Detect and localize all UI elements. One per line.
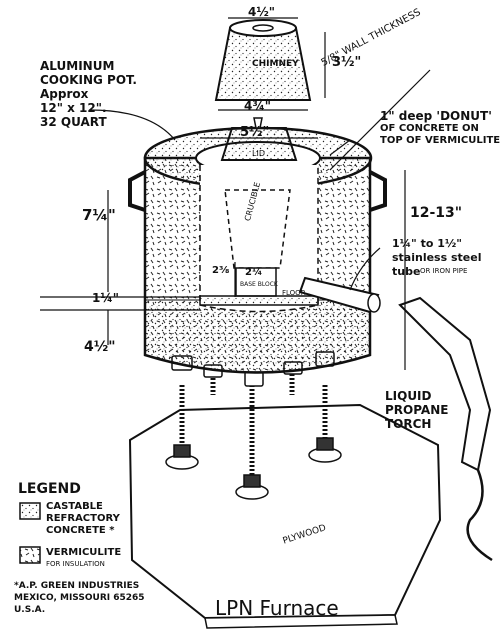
legend-vermiculite-note: FOR INSULATION — [46, 560, 105, 568]
floor-label: FLOOR — [282, 289, 306, 297]
pot-label-3: Approx — [40, 87, 89, 101]
lid-knob — [253, 117, 263, 129]
base-block-label: BASE BLOCK — [240, 281, 278, 288]
torch-hose — [466, 469, 493, 562]
floor-slab — [199, 295, 319, 306]
donut-label-1: 1" deep 'DONUT' — [380, 109, 492, 123]
tube-mouth — [367, 293, 381, 313]
right-handle — [369, 170, 387, 212]
base-block-shape — [235, 267, 277, 297]
crucible — [224, 189, 291, 269]
left-height-dim: 7¼" — [82, 206, 116, 224]
chimney-label: CHIMNEY — [252, 59, 299, 69]
legend-castable-3: CONCRETE * — [46, 525, 115, 536]
chimney-bottom-dim: 4¾" — [244, 99, 272, 113]
pot-label-5: 32 QUART — [40, 115, 107, 129]
lid-label: LID — [252, 149, 265, 158]
chimney-height-dim: 3½" — [332, 55, 362, 70]
dimension-lines — [40, 17, 431, 370]
legend-castable-1: CASTABLE — [46, 501, 103, 512]
page-title: LPN Furnace — [215, 596, 339, 620]
donut-label-3: TOP OF VERMICULITE — [380, 135, 500, 146]
tube-label-1: 1¼" to 1½" — [392, 237, 463, 250]
chimney-top-dim: 4½" — [248, 5, 276, 19]
floor-thickness-dim: 1¼" — [92, 291, 120, 305]
torch-label-1: LIQUID — [385, 389, 432, 403]
legend-title: LEGEND — [18, 481, 81, 497]
torch-label-2: PROPANE — [385, 403, 449, 417]
pot-bottom-concrete — [144, 299, 371, 373]
tube-alt-label: OR IRON PIPE — [420, 267, 468, 275]
chimney-bore — [252, 24, 274, 32]
left-handle — [128, 170, 146, 212]
footnote-3: U.S.A. — [14, 605, 46, 615]
bottom-height-dim: 4½" — [84, 339, 116, 355]
pot-label-4: 12" x 12". — [40, 101, 107, 115]
legend-castable-swatch — [19, 502, 41, 520]
legend-castable-2: REFRACTORY — [46, 513, 120, 524]
tube-label-3: tube — [392, 265, 421, 278]
lid-shape — [220, 127, 298, 161]
donut-label-2: OF CONCRETE ON — [380, 123, 479, 134]
plywood-edge — [204, 614, 398, 629]
legend-vermiculite-swatch — [19, 546, 41, 564]
footnote-1: *A.P. GREEN INDUSTRIES — [14, 581, 140, 591]
pot-label-1: ALUMINUM — [40, 59, 115, 73]
footnote-2: MEXICO, MISSOURI 65265 — [14, 593, 145, 603]
lid-width-dim: 5½" — [240, 125, 270, 140]
tube-label-2: stainless steel — [392, 251, 482, 264]
torch-label-3: TORCH — [385, 417, 432, 431]
right-height-dim: 12-13" — [410, 205, 463, 221]
pot-label-2: COOKING POT. — [40, 73, 137, 87]
base-block-height-dim: 2⅜ — [212, 265, 230, 276]
base-block-width-dim: 2¼ — [245, 267, 263, 278]
legend-vermiculite: VERMICULITE — [46, 547, 122, 558]
plywood-base — [128, 403, 442, 620]
tube — [298, 276, 380, 314]
